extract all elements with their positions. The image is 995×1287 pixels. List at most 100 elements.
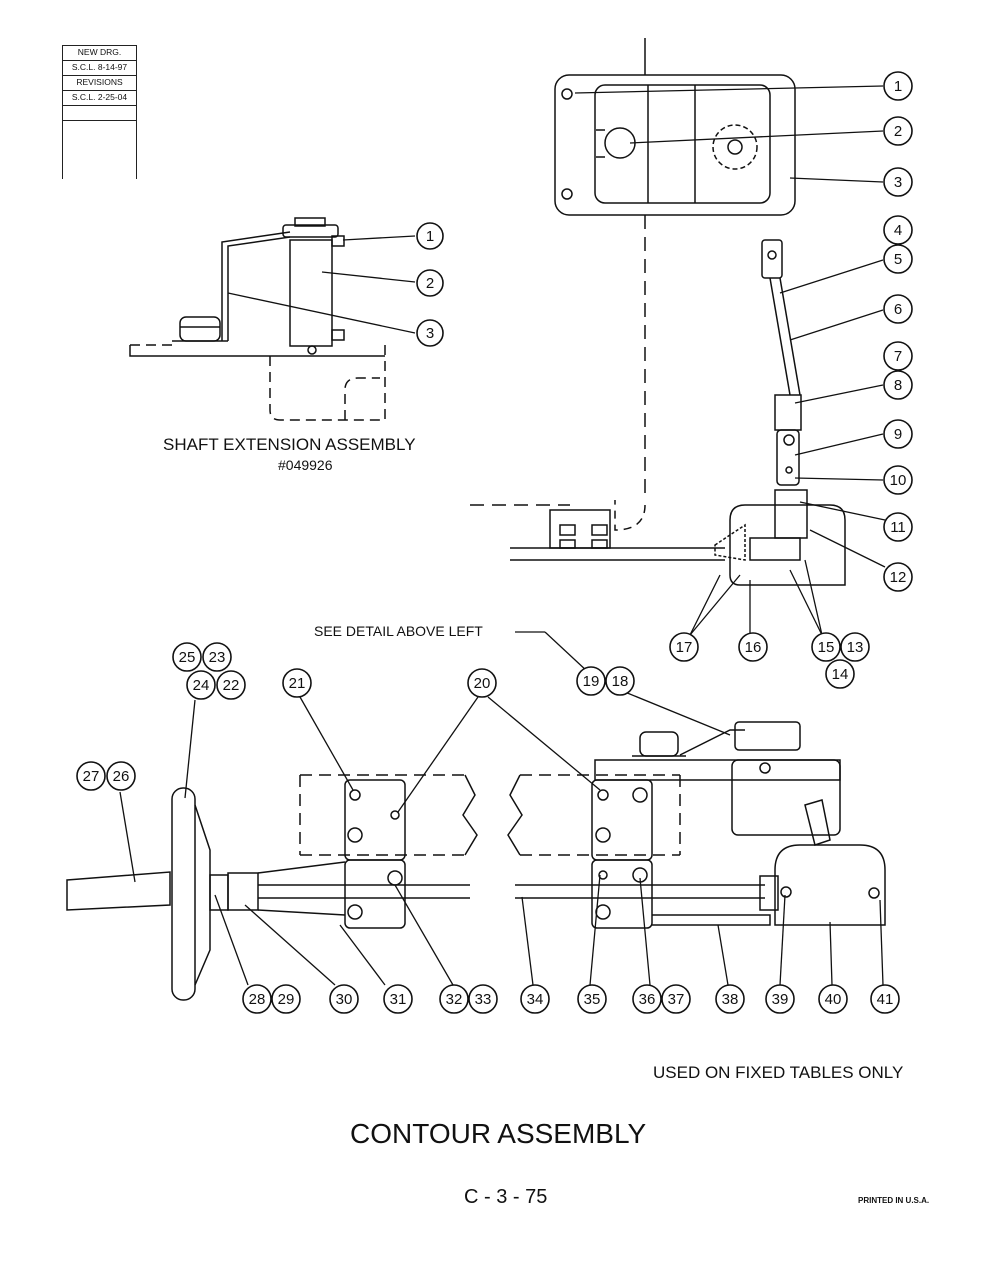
- callout: 25: [172, 642, 202, 672]
- callout: 23: [202, 642, 232, 672]
- callout: 6: [883, 294, 913, 324]
- svg-text:37: 37: [668, 991, 685, 1008]
- svg-text:31: 31: [390, 991, 407, 1008]
- svg-text:29: 29: [278, 991, 295, 1008]
- svg-text:3: 3: [426, 325, 434, 342]
- svg-text:24: 24: [193, 677, 210, 694]
- svg-text:38: 38: [722, 991, 739, 1008]
- svg-text:18: 18: [612, 673, 629, 690]
- svg-text:41: 41: [877, 991, 894, 1008]
- revision-row: REVISIONS: [61, 75, 138, 90]
- usage-note: USED ON FIXED TABLES ONLY: [653, 1063, 904, 1082]
- callout: 14: [825, 659, 855, 689]
- svg-text:36: 36: [639, 991, 656, 1008]
- callout: 13: [840, 632, 870, 662]
- printed-note: PRINTED IN U.S.A.: [858, 1196, 930, 1205]
- svg-text:28: 28: [249, 991, 266, 1008]
- callout: 1: [416, 222, 444, 250]
- svg-text:26: 26: [113, 768, 130, 785]
- lower-assembly-drawing: [66, 721, 886, 1001]
- svg-text:27: 27: [83, 768, 100, 785]
- callout: 28: [242, 984, 272, 1014]
- callout: 15: [811, 632, 841, 662]
- callout: 11: [883, 512, 913, 542]
- callout: 19: [576, 666, 606, 696]
- callout: 16: [738, 632, 768, 662]
- callout: 29: [271, 984, 301, 1014]
- callout: 10: [883, 465, 913, 495]
- svg-text:30: 30: [336, 991, 353, 1008]
- shaft-extension-part-number: #049926: [278, 457, 333, 473]
- callouts: 1 2 3 1 2 3 4 5 6 7 8 9 10 11 12 13 14 1…: [76, 71, 913, 1014]
- svg-text:15: 15: [818, 639, 835, 656]
- callout: 32: [439, 984, 469, 1014]
- svg-text:22: 22: [223, 677, 240, 694]
- svg-text:32: 32: [446, 991, 463, 1008]
- svg-text:17: 17: [676, 639, 693, 656]
- svg-text:40: 40: [825, 991, 842, 1008]
- callout: 30: [329, 984, 359, 1014]
- upper-assembly-drawing: [470, 38, 846, 586]
- svg-text:6: 6: [894, 301, 902, 318]
- callout: 12: [883, 562, 913, 592]
- callout: 1: [883, 71, 913, 101]
- callout: 34: [520, 984, 550, 1014]
- svg-text:2: 2: [894, 123, 902, 140]
- svg-text:5: 5: [894, 251, 902, 268]
- callout: 21: [282, 668, 312, 698]
- svg-text:9: 9: [894, 426, 902, 443]
- callout: 24: [186, 670, 216, 700]
- callout: 38: [715, 984, 745, 1014]
- callout: 26: [106, 761, 136, 791]
- callout: 7: [883, 341, 913, 371]
- callout: 5: [883, 244, 913, 274]
- callout: 35: [577, 984, 607, 1014]
- svg-text:21: 21: [289, 675, 306, 692]
- callout: 36: [632, 984, 662, 1014]
- svg-text:7: 7: [894, 348, 902, 365]
- page-title: CONTOUR ASSEMBLY: [350, 1118, 647, 1149]
- shaft-extension-drawing: [129, 217, 386, 421]
- callout: 41: [870, 984, 900, 1014]
- svg-text:13: 13: [847, 639, 864, 656]
- svg-text:1: 1: [426, 228, 434, 245]
- svg-text:11: 11: [890, 519, 906, 536]
- svg-text:12: 12: [890, 569, 907, 586]
- svg-text:33: 33: [475, 991, 492, 1008]
- svg-text:10: 10: [890, 472, 907, 489]
- svg-text:14: 14: [832, 666, 849, 683]
- shaft-extension-title: SHAFT EXTENSION ASSEMBLY: [163, 435, 416, 454]
- see-detail-note: SEE DETAIL ABOVE LEFT: [314, 623, 483, 639]
- callout: 2: [416, 269, 444, 297]
- revision-row: S.C.L. 8-14-97: [61, 60, 138, 75]
- revision-row: S.C.L. 2-25-04: [61, 90, 138, 105]
- callout: 4: [883, 215, 913, 245]
- svg-text:8: 8: [894, 377, 902, 394]
- callout: 18: [605, 666, 635, 696]
- leader-lines: [119, 85, 886, 986]
- svg-text:2: 2: [426, 275, 434, 292]
- callout: 31: [383, 984, 413, 1014]
- callout: 37: [661, 984, 691, 1014]
- revision-block: NEW DRG. S.C.L. 8-14-97 REVISIONS S.C.L.…: [61, 45, 138, 179]
- callout: 8: [883, 370, 913, 400]
- revision-row: NEW DRG.: [61, 45, 138, 60]
- svg-text:16: 16: [745, 639, 762, 656]
- callout: 9: [883, 419, 913, 449]
- svg-text:20: 20: [474, 675, 491, 692]
- svg-text:25: 25: [179, 649, 196, 666]
- svg-text:34: 34: [527, 991, 544, 1008]
- callout: 22: [216, 670, 246, 700]
- svg-text:23: 23: [209, 649, 226, 666]
- callout: 17: [669, 632, 699, 662]
- callout: 20: [467, 668, 497, 698]
- callout: 27: [76, 761, 106, 791]
- callout: 3: [416, 319, 444, 347]
- svg-text:1: 1: [894, 78, 902, 95]
- callout: 33: [468, 984, 498, 1014]
- svg-text:4: 4: [894, 222, 902, 239]
- svg-text:3: 3: [894, 174, 902, 191]
- revision-row: [61, 105, 138, 121]
- callout: 3: [883, 167, 913, 197]
